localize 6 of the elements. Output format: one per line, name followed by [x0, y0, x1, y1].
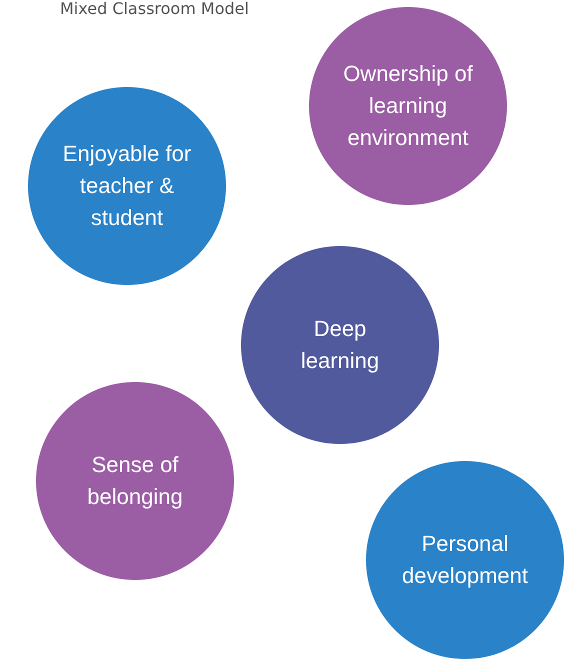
concept-label: Sense of belonging [86, 451, 184, 511]
concept-label: Personal development [401, 530, 529, 590]
diagram-title: Mixed Classroom Model [60, 0, 249, 18]
concept-label: Enjoyable for teacher & student [62, 140, 192, 232]
concept-label: Ownership of learning environment [342, 60, 474, 152]
concept-label: Deep learning [300, 315, 380, 375]
